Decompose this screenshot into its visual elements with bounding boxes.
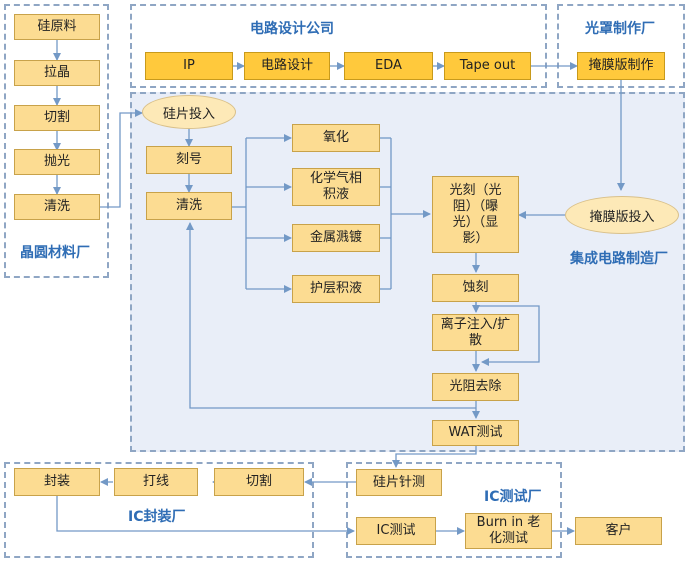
zone-circuit-design: 电路设计公司 xyxy=(130,4,547,88)
test-burn-in: Burn in 老化测试 xyxy=(465,513,552,549)
wafer-clean: 清洗 xyxy=(14,194,100,220)
mask-input: 掩膜版投入 xyxy=(565,196,679,234)
design-tape-out: Tape out xyxy=(444,52,531,80)
mask-make: 掩膜版制作 xyxy=(577,52,665,80)
fab-scribe: 刻号 xyxy=(146,146,232,174)
fab-cvd-label: 化学气相积液 xyxy=(309,171,362,202)
fab-oxidation: 氧化 xyxy=(292,124,380,152)
zone-label-circuit-design: 电路设计公司 xyxy=(250,21,334,37)
pack-encapsulate: 封装 xyxy=(14,468,100,496)
zone-ic-packaging: IC封装厂 xyxy=(4,462,314,558)
fab-passivation: 护层积液 xyxy=(292,275,380,303)
customer: 客户 xyxy=(575,517,662,545)
fab-cvd: 化学气相积液 xyxy=(292,168,380,206)
zone-label-ic-packaging: IC封装厂 xyxy=(128,509,186,525)
zone-label-ic-test: IC测试厂 xyxy=(484,489,542,505)
fab-clean: 清洗 xyxy=(146,192,232,220)
design-ip: IP xyxy=(145,52,233,80)
zone-label-ic-manufacturing: 集成电路制造厂 xyxy=(570,251,668,267)
design-circuit: 电路设计 xyxy=(244,52,330,80)
fab-implant-label: 离子注入/扩散 xyxy=(440,316,511,348)
wafer-slicing: 切割 xyxy=(14,105,100,131)
fab-resist-strip: 光阻去除 xyxy=(432,373,519,401)
test-wafer-probe: 硅片针测 xyxy=(356,469,442,496)
fab-etch: 蚀刻 xyxy=(432,274,519,302)
pack-wire-bond: 打线 xyxy=(114,468,198,496)
test-ic-test: IC测试 xyxy=(356,517,436,545)
fab-wafer-input: 硅片投入 xyxy=(142,95,236,129)
design-eda: EDA xyxy=(344,52,433,80)
fab-photo-label: 光刻（光阻）（曝光）（显影） xyxy=(449,182,502,246)
fab-ion-implant: 离子注入/扩散 xyxy=(432,314,519,351)
wafer-crystal-pull: 拉晶 xyxy=(14,60,100,86)
zone-label-wafer-material: 晶圆材料厂 xyxy=(20,245,90,261)
fab-wat-test: WAT测试 xyxy=(432,420,519,446)
test-burn-in-label: Burn in 老化测试 xyxy=(476,515,541,546)
fab-metal-sputter: 金属溅镀 xyxy=(292,224,380,252)
zone-ic-test: IC测试厂 xyxy=(346,462,562,558)
zone-label-photomask: 光罩制作厂 xyxy=(585,21,655,37)
fab-photolithography: 光刻（光阻）（曝光）（显影） xyxy=(432,176,519,253)
wafer-polish: 抛光 xyxy=(14,149,100,175)
wafer-raw-silicon: 硅原料 xyxy=(14,14,100,40)
zone-wafer-material: 晶圆材料厂 xyxy=(4,4,109,278)
pack-dicing: 切割 xyxy=(214,468,304,496)
